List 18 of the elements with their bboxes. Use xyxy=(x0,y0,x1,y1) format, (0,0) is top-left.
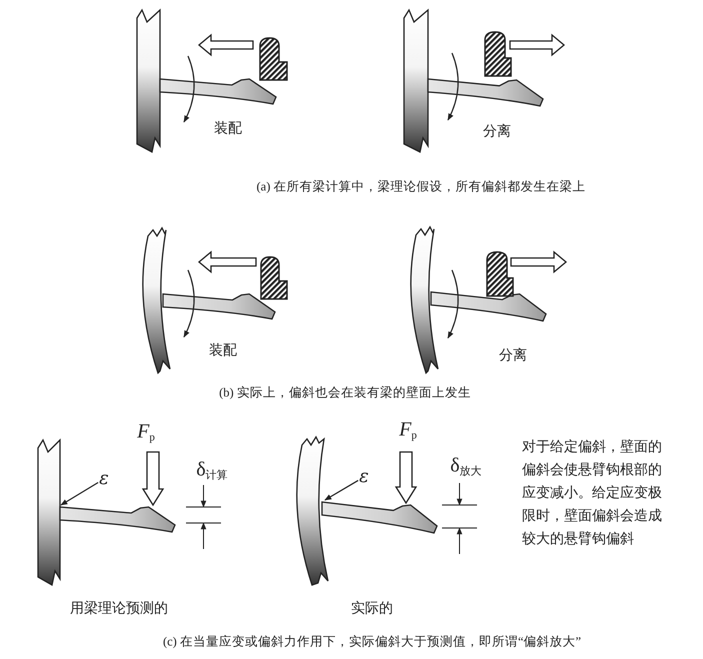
deflection-label: δ$_{计算}$ xyxy=(196,457,228,483)
symbol-label: ε xyxy=(99,470,109,488)
figure-caption: (c) 在当量应变或偏斜力作用下，实际偏斜大于预测值，即所谓“偏斜放大” xyxy=(162,634,582,650)
figure-caption: (a) 在所有梁计算中，梁理论假设，所有偏斜都发生在梁上 xyxy=(256,180,586,194)
leader-line xyxy=(60,482,98,506)
leader-line xyxy=(324,480,358,501)
panel-label: 实际的 xyxy=(351,602,393,618)
force-label: F$_{p}$ xyxy=(137,419,155,445)
action-label: 装配 xyxy=(214,122,242,138)
symbol-label: ε xyxy=(359,468,369,486)
action-label: 装配 xyxy=(209,344,237,360)
deflection-label: δ$_{放大}$ xyxy=(450,453,482,479)
force-label: F$_{p}$ xyxy=(399,417,417,443)
panel-label: 用梁理论预测的 xyxy=(70,602,168,618)
action-label: 分离 xyxy=(483,124,511,142)
note-text: 对于给定偏斜，壁面的偏斜会使悬臂钩根部的应变减小。给定应变极限时，壁面偏斜会造成较大的悬臂钩偏斜 xyxy=(522,438,663,549)
action-label: 分离 xyxy=(499,348,527,366)
figure-caption: (b) 实际上，偏斜也会在装有梁的壁面上发生 xyxy=(219,386,471,400)
